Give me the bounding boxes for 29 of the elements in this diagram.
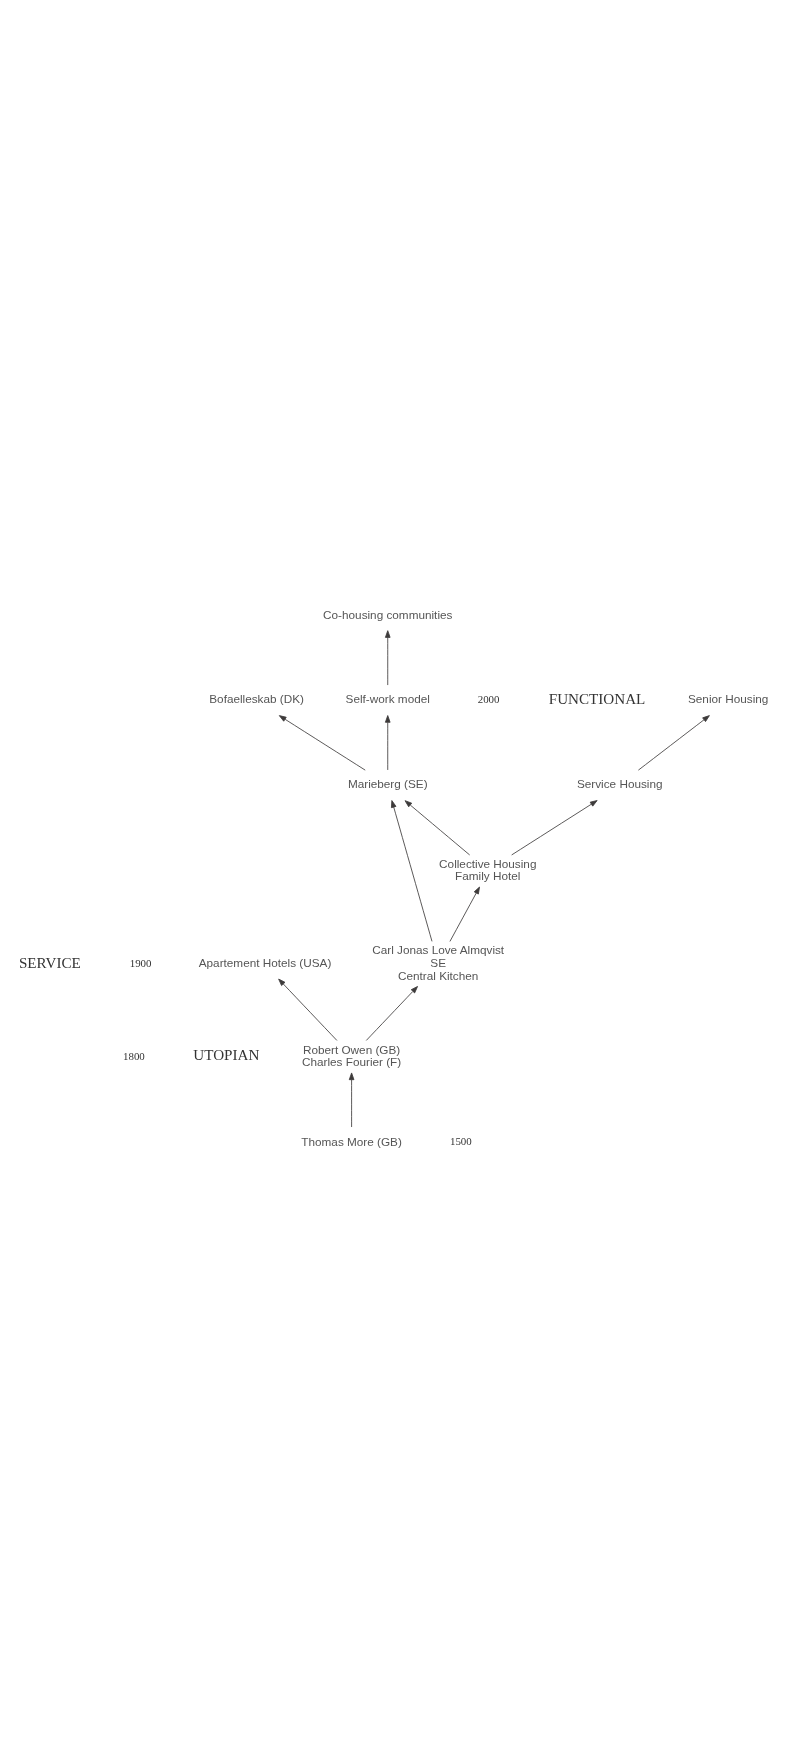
node-text: Carl Jonas Love Almqvist SE Central Kitchen <box>372 943 505 982</box>
node-text: Robert Owen (GB) Charles Fourier (F) <box>301 1042 402 1069</box>
label: UTOPIAN <box>193 1047 260 1064</box>
node-text: Marieberg (SE) <box>347 777 428 791</box>
arrow <box>391 800 433 942</box>
arrow <box>384 630 391 686</box>
node-text: Bofaelleskab (DK) <box>209 692 304 706</box>
arrow <box>278 978 338 1041</box>
arrow <box>348 1072 355 1128</box>
node-text: Self-work model <box>345 692 430 706</box>
label: 2000 <box>477 693 500 706</box>
label: SERVICE <box>18 954 81 971</box>
label: FUNCTIONAL <box>548 691 646 708</box>
node-text: Thomas More (GB) <box>301 1134 402 1148</box>
arrow <box>384 715 391 771</box>
arrow <box>637 715 710 771</box>
arrow <box>404 800 471 856</box>
label: 1500 <box>449 1135 472 1148</box>
node-text: Collective Housing Family Hotel <box>439 856 537 883</box>
label: 1900 <box>129 956 152 969</box>
node-text: Senior Housing <box>687 692 769 706</box>
arrow <box>278 715 366 771</box>
node-text: Apartement Hotels (USA) <box>198 956 332 969</box>
node-text: Service Housing <box>576 777 663 791</box>
arrow <box>365 986 418 1041</box>
arrow <box>449 886 480 942</box>
node-text: Co-housing communities <box>323 607 453 621</box>
label: 1800 <box>123 1049 145 1062</box>
arrow <box>511 800 598 856</box>
